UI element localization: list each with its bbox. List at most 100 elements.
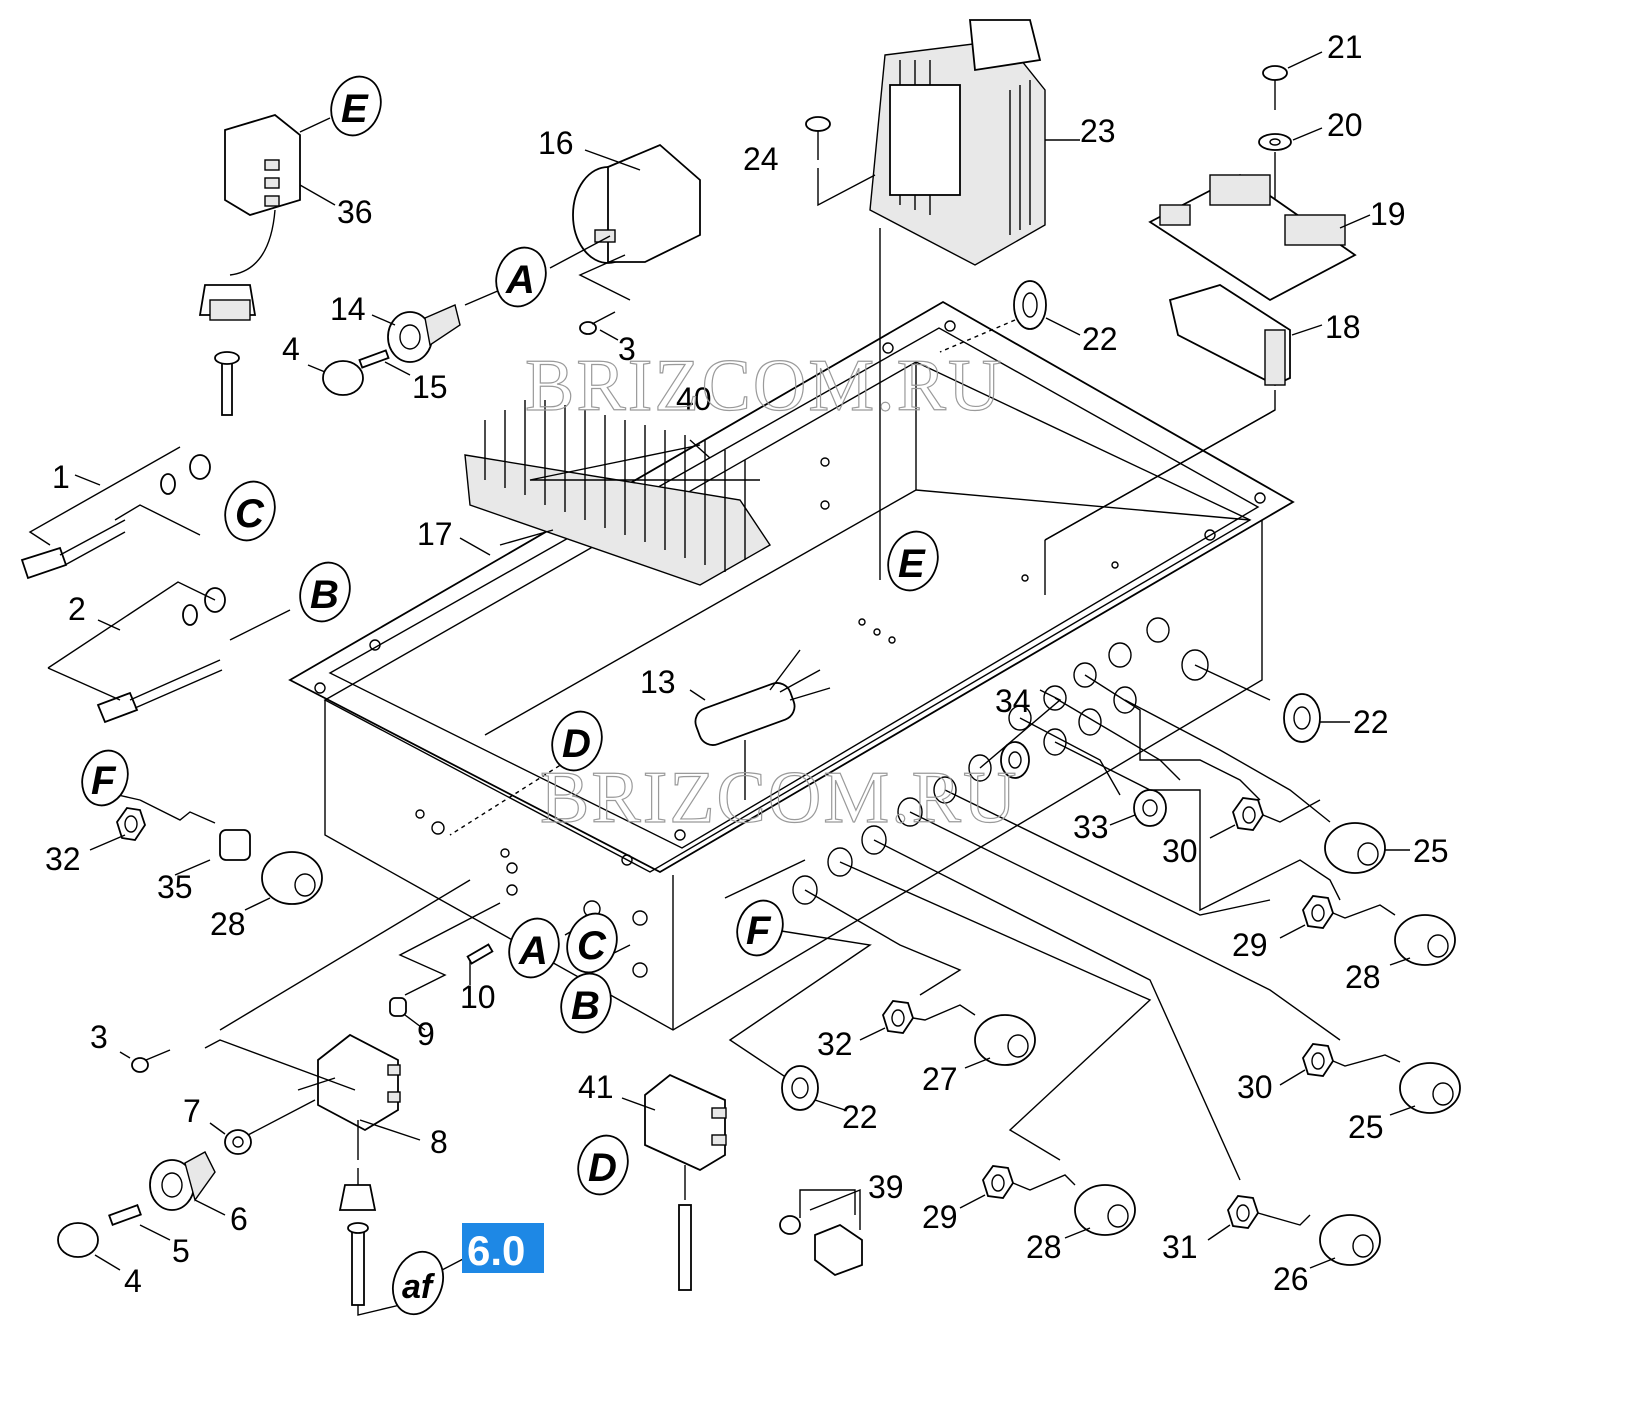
- part-33-grommet: [1109, 789, 1167, 827]
- part-8-thermostat: [204, 879, 471, 1316]
- nut-32-bottom: [859, 1000, 914, 1041]
- label-part-36: 36: [337, 194, 373, 230]
- callout-F-box: F: [736, 899, 784, 957]
- label-part-23: 23: [1080, 113, 1116, 149]
- nut-30-lower: [1279, 1043, 1334, 1086]
- callout-D-box: D: [551, 710, 603, 772]
- part-15-screw: [358, 349, 411, 376]
- nut-31: [1207, 1195, 1259, 1241]
- label-part-39: 39: [868, 1169, 904, 1205]
- label-part-22-top: 22: [1082, 321, 1118, 357]
- nut-30-upper: [1209, 797, 1264, 839]
- callout-E-box-label: E: [898, 542, 926, 586]
- callout-D-bottom-label: D: [588, 1146, 617, 1190]
- callout-D-bottom: D: [577, 1134, 629, 1196]
- label-part-6: 6: [230, 1201, 248, 1237]
- cable-gland-28-right: [1389, 914, 1456, 966]
- label-part-25-upper: 25: [1413, 833, 1449, 869]
- label-part-19: 19: [1370, 196, 1406, 232]
- part-17-rail-line: [459, 529, 554, 556]
- part-4-cap-bottom: [57, 1222, 121, 1271]
- cable-gland-26: [1257, 1212, 1381, 1269]
- part-9-lamp: [389, 902, 501, 1031]
- callout-E-box: E: [887, 530, 939, 592]
- callout-C-box-label: C: [577, 924, 607, 968]
- callout-F-left: F: [81, 749, 129, 807]
- part-1-probe: [20, 446, 211, 580]
- cable-gland-28-bottom: [1064, 1184, 1136, 1239]
- label-part-15: 15: [412, 369, 448, 405]
- callout-C-box: C: [566, 912, 618, 974]
- callout-A-box-label: A: [518, 929, 548, 973]
- callout-A-top: A: [495, 246, 547, 308]
- label-part-22-bottom: 22: [842, 1099, 878, 1135]
- label-part-18: 18: [1325, 309, 1361, 345]
- label-part-40: 40: [676, 381, 712, 417]
- part-3-screw-bottom: [119, 1049, 171, 1073]
- callout-F-left-label: F: [91, 759, 117, 803]
- label-part-35: 35: [157, 869, 193, 905]
- part-13-capacitor: [689, 649, 831, 800]
- part-40-terminal-strip: [464, 400, 771, 586]
- label-part-14: 14: [330, 291, 366, 327]
- label-part-32-left: 32: [45, 841, 81, 877]
- section-badge-label[interactable]: 6.0: [467, 1227, 525, 1274]
- part-22-grommet-top: [939, 280, 1081, 353]
- label-part-4-bottom: 4: [124, 1263, 142, 1299]
- label-part-30-lower: 30: [1237, 1069, 1273, 1105]
- label-part-34: 34: [995, 683, 1031, 719]
- callout-af-label: af: [402, 1268, 436, 1306]
- cable-gland-25-lower: [1389, 1062, 1461, 1116]
- section-badge[interactable]: 6.0: [462, 1223, 544, 1274]
- enclosure-box: [288, 228, 1295, 1031]
- cable-gland-25-upper: [1324, 822, 1410, 874]
- part-39-switch: [779, 1188, 863, 1277]
- part-19-circuit-board: [1148, 173, 1371, 302]
- callout-E-top-label: E: [341, 87, 369, 131]
- callout-B-left-label: B: [310, 573, 339, 617]
- label-part-17: 17: [417, 516, 453, 552]
- part-2-probe: [47, 581, 291, 724]
- callout-C-left: C: [224, 480, 276, 542]
- callout-A-top-label: A: [505, 258, 535, 302]
- part-6-knob-adapter: [149, 1151, 226, 1216]
- label-part-27: 27: [922, 1061, 958, 1097]
- label-part-22-right: 22: [1353, 704, 1389, 740]
- label-part-4-top: 4: [282, 331, 300, 367]
- part-14-knob-adapter: [371, 289, 501, 363]
- part-21-screw: [1262, 51, 1323, 110]
- nut-29-upper: [1279, 895, 1334, 939]
- part-7-washer: [209, 1099, 316, 1155]
- callout-D-box-label: D: [562, 722, 591, 766]
- part-16-switch: [549, 143, 701, 301]
- label-part-20: 20: [1327, 107, 1363, 143]
- callout-A-box: A: [508, 917, 560, 979]
- watermark-middle: BRIZCOM.RU: [540, 757, 1018, 839]
- label-part-21: 21: [1327, 29, 1363, 65]
- part-4-cap-top: [307, 360, 364, 396]
- right-fittings-leaders: [724, 664, 1341, 1181]
- label-part-25-lower: 25: [1348, 1109, 1384, 1145]
- part-number-labels: 21 20 16 23 24 36 19 14 18 22 3 4 15 40 …: [45, 29, 1449, 1299]
- part-32-35-28-left-assembly: [89, 794, 323, 911]
- label-part-26: 26: [1273, 1261, 1309, 1297]
- part-3-screw-top: [579, 311, 619, 341]
- label-part-13: 13: [640, 664, 676, 700]
- part-36-plug: [198, 284, 257, 416]
- part-36-relay: [224, 114, 336, 276]
- callout-C-left-label: C: [235, 492, 265, 536]
- label-part-3-top: 3: [618, 331, 636, 367]
- label-part-9: 9: [417, 1016, 435, 1052]
- part-22-grommet-right: [1283, 693, 1350, 743]
- nut-29-bottom: [959, 1165, 1014, 1209]
- part-18-din-clip: [1044, 284, 1323, 541]
- part-34-grommet: [1000, 741, 1030, 779]
- label-part-1: 1: [52, 459, 70, 495]
- part-10-screw: [466, 943, 494, 985]
- label-part-33: 33: [1073, 809, 1109, 845]
- section-badge-bg: [462, 1223, 544, 1273]
- label-part-29-bottom: 29: [922, 1199, 958, 1235]
- part-41-thermostat: [621, 1073, 727, 1291]
- label-part-24: 24: [743, 141, 779, 177]
